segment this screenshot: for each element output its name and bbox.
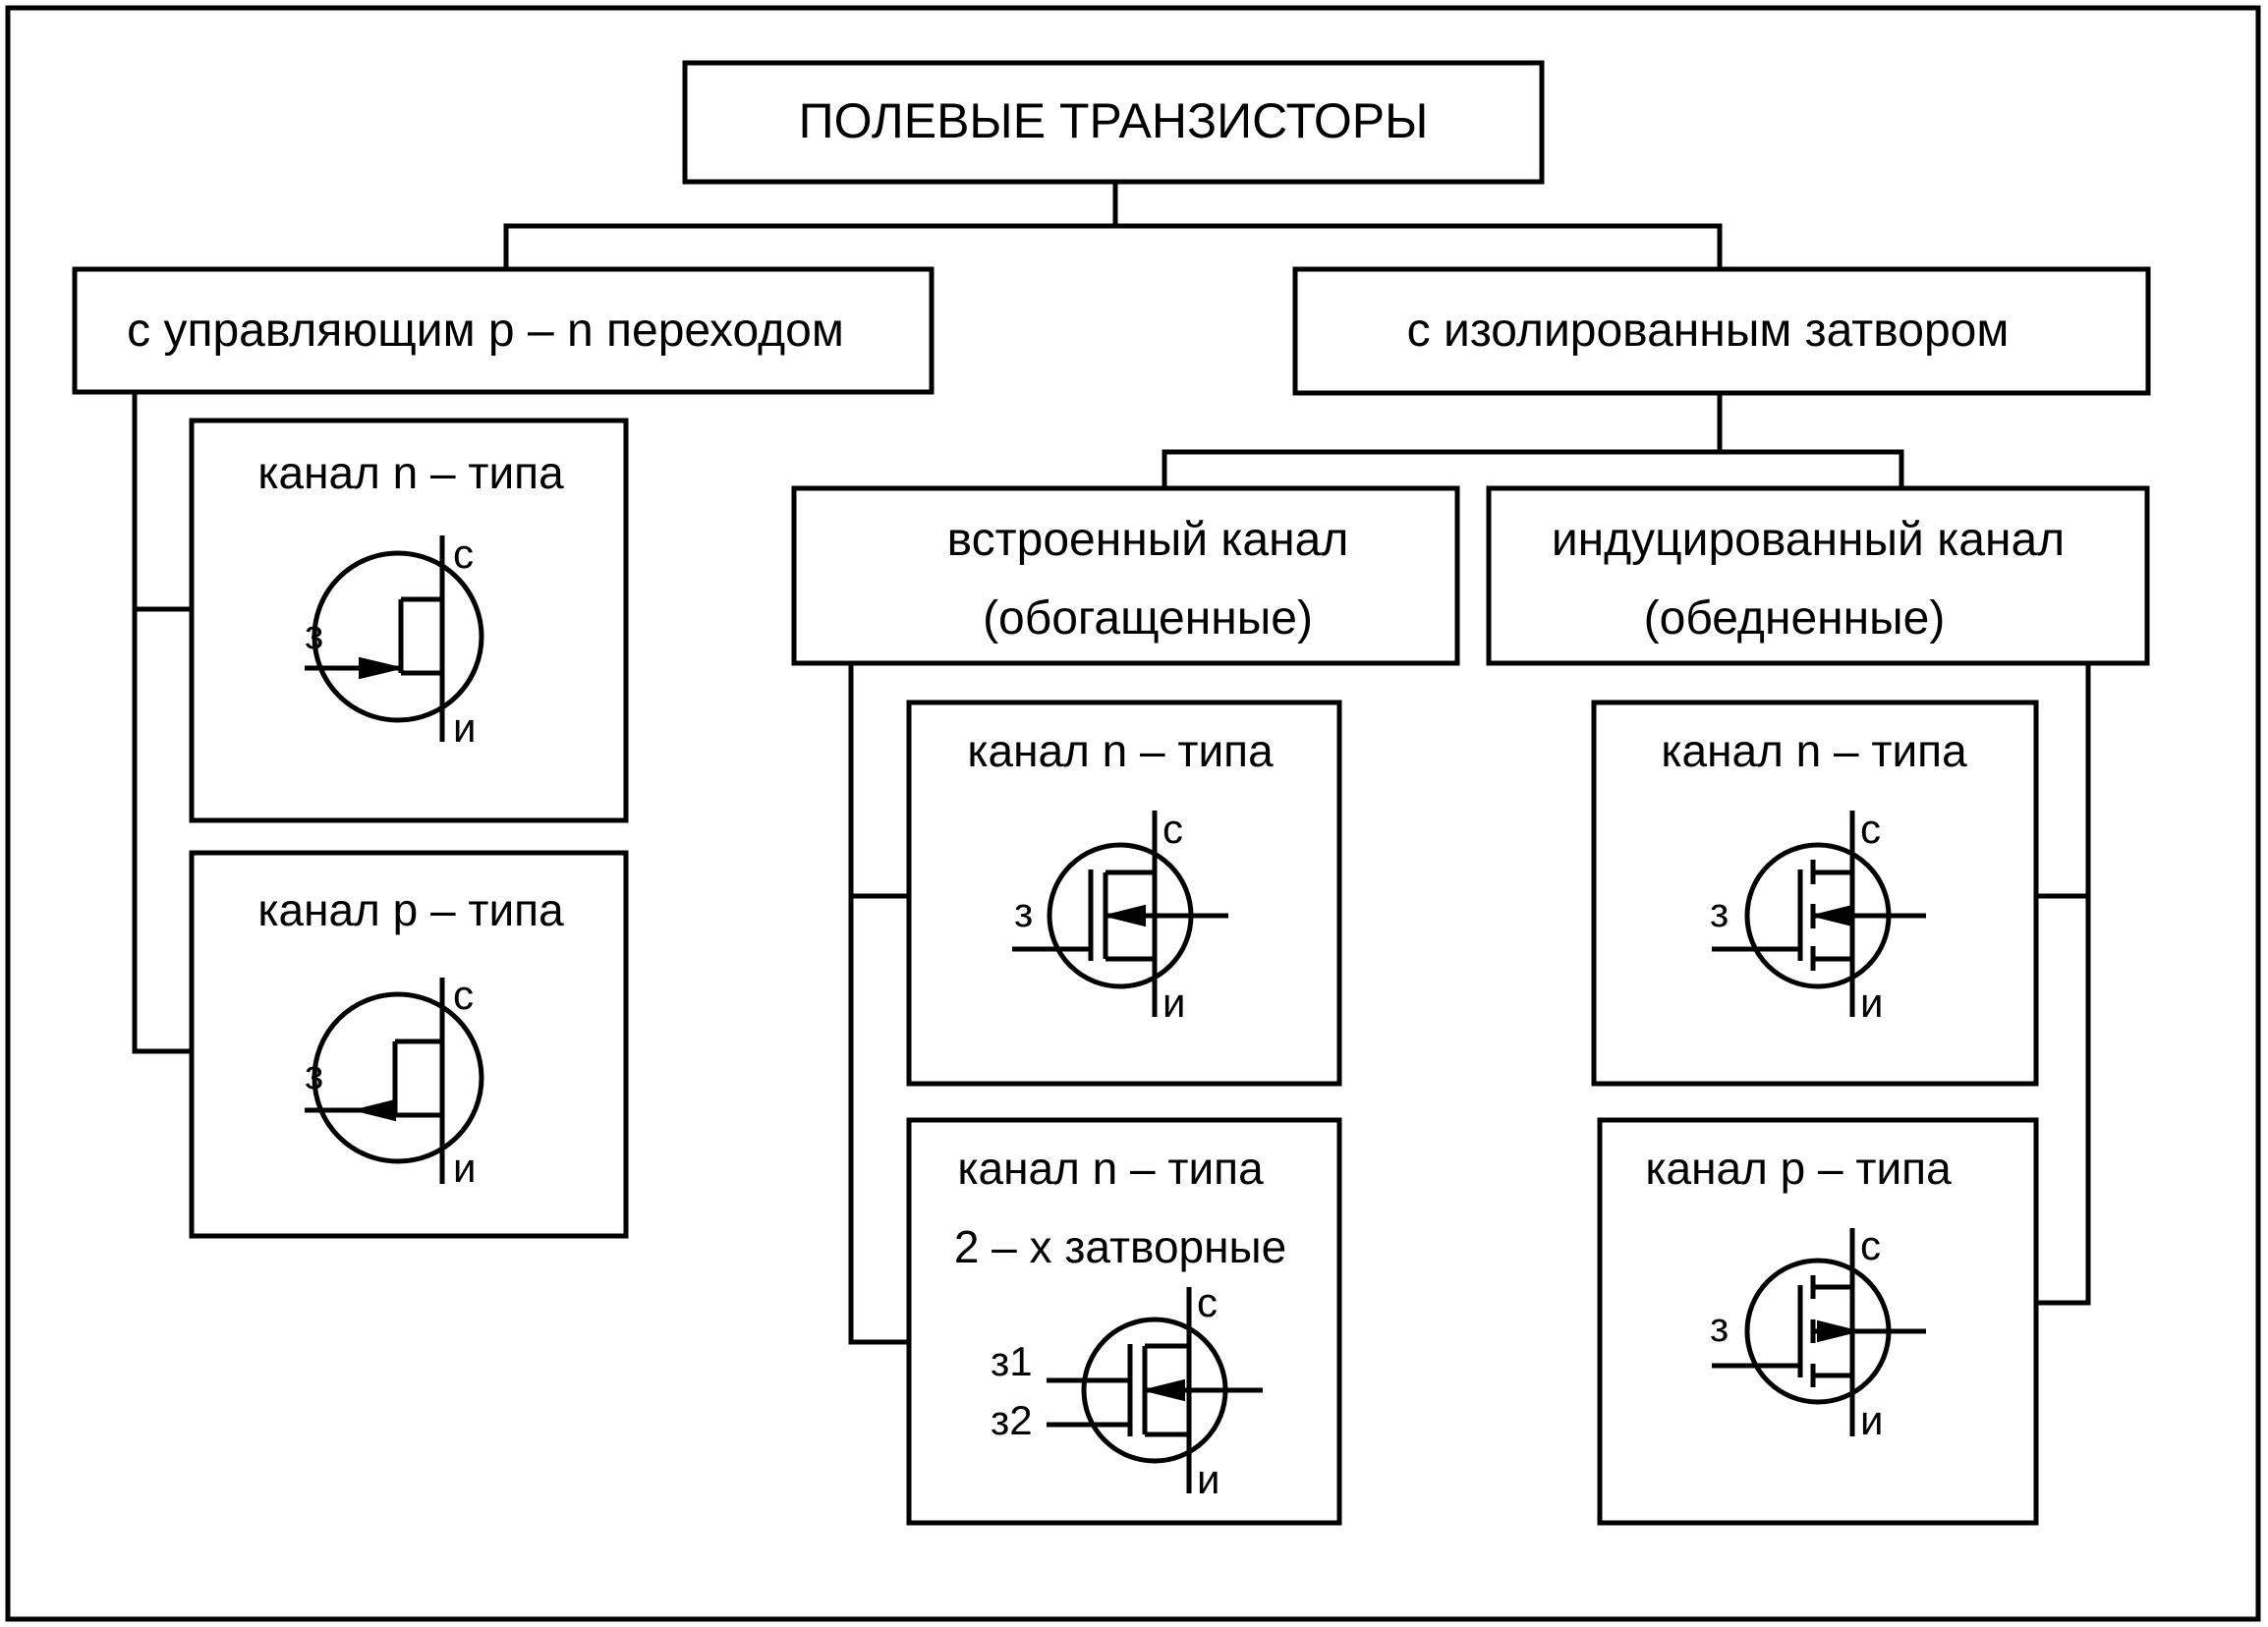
root-title: ПОЛЕВЫЕ ТРАНЗИСТОРЫ (799, 93, 1429, 148)
jfet-n-drain-label: с (453, 531, 474, 577)
card-jfet-n-box (189, 418, 629, 823)
builtin-dual-source-label: и (1197, 1456, 1219, 1502)
card-builtin-n-label: канал n – типа (967, 725, 1274, 776)
builtin-n-gate-label: з (1014, 889, 1033, 935)
card-jfet-p-box (189, 850, 629, 1239)
builtin-dual-gate2-label: з2 (991, 1397, 1033, 1443)
builtin-dual-gate-symbol (1047, 1287, 1263, 1493)
card-induced-p-label: канал p – типа (1645, 1143, 1952, 1194)
builtin-n-source-label: и (1162, 980, 1185, 1026)
jfet-n-gate-label: з (305, 611, 323, 657)
jfet-p-drain-label: с (453, 972, 474, 1018)
card-induced-n-label: канал n – типа (1661, 725, 1967, 776)
card-builtin-n-box (906, 700, 1342, 1087)
subcategory-induced-line1: индуцированный канал (1552, 514, 2065, 566)
builtin-n-drain-label: с (1162, 806, 1183, 852)
card-jfet-p-label: канал p – типа (257, 884, 564, 935)
category-junction-box (72, 266, 935, 395)
subcategory-built-in-box (791, 485, 1460, 666)
induced-n-source-label: и (1860, 980, 1883, 1026)
jfet-p-source-label: и (453, 1145, 476, 1191)
induced-p-source-label: и (1860, 1397, 1883, 1443)
card-builtin-dual-label: канал n – типа (957, 1143, 1264, 1194)
builtin-dual-drain-label: с (1197, 1279, 1218, 1325)
category-insulated-box (1292, 266, 2151, 396)
root-box (682, 60, 1545, 185)
subcategory-built-in-line1: встроенный канал (947, 514, 1349, 566)
builtin-n-channel-symbol (1012, 811, 1228, 1017)
connector-lines (132, 182, 2091, 1345)
induced-p-channel-symbol (1712, 1228, 1926, 1436)
induced-n-drain-label: с (1860, 806, 1881, 852)
induced-p-gate-label: з (1710, 1304, 1729, 1350)
induced-n-channel-symbol (1712, 811, 1926, 1017)
category-insulated-label: с изолированным затвором (1407, 305, 2010, 357)
subcategory-induced-box (1486, 485, 2150, 666)
card-induced-n-box (1591, 700, 2039, 1087)
subcategory-induced-line2: (обедненные) (1644, 592, 1946, 645)
builtin-dual-gate1-label: з1 (991, 1338, 1033, 1384)
jfet-p-channel-symbol (305, 978, 484, 1184)
subcategory-built-in-line2: (обогащенные) (983, 592, 1313, 645)
jfet-n-channel-symbol (305, 535, 484, 742)
jfet-n-source-label: и (453, 704, 476, 751)
category-junction-label: с управляющим p – n переходом (127, 305, 844, 357)
jfet-p-gate-label: з (305, 1051, 323, 1097)
induced-p-drain-label: с (1860, 1222, 1881, 1268)
card-builtin-dual-label2: 2 – х затворные (954, 1221, 1286, 1272)
card-jfet-n-label: канал n – типа (257, 447, 564, 498)
induced-n-gate-label: з (1710, 889, 1729, 935)
